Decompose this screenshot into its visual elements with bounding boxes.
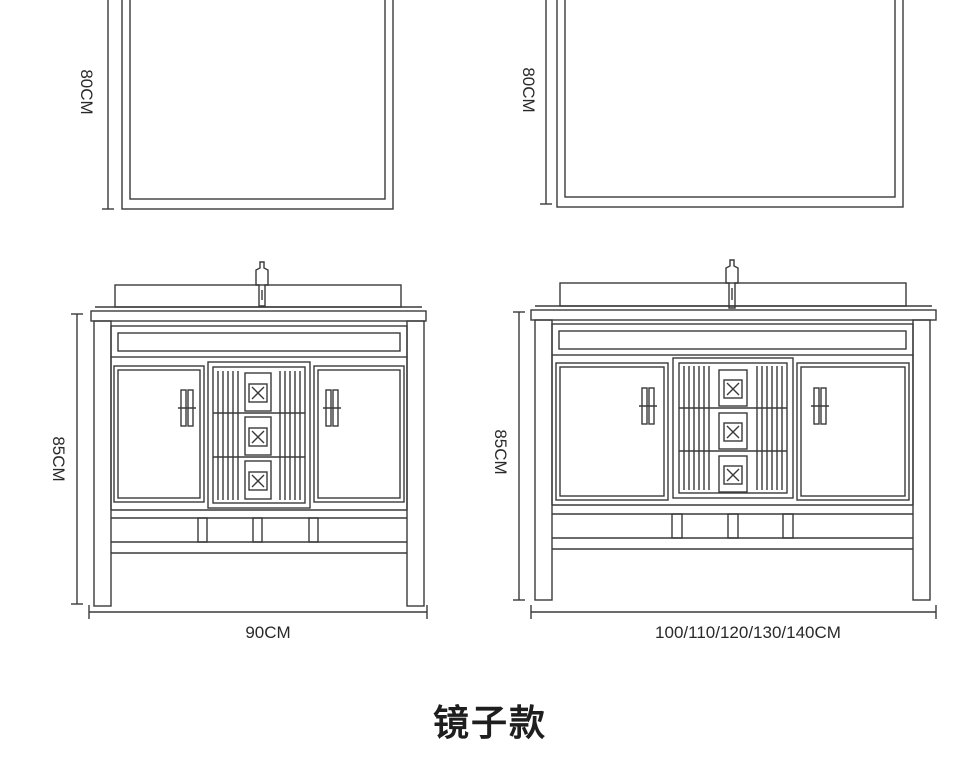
left-mirror-height-dimension (102, 0, 114, 210)
right-faucet (725, 259, 739, 309)
left-faucet (255, 261, 269, 307)
left-cabinet (90, 284, 427, 607)
right-mirror-height-label: 80CM (519, 67, 538, 112)
left-cabinet-height-label: 85CM (49, 436, 68, 481)
right-width-label: 100/110/120/130/140CM (655, 623, 841, 642)
right-width-dimension (530, 605, 937, 619)
left-mirror (121, 0, 394, 210)
right-cabinet-height-label: 85CM (491, 429, 510, 474)
right-cabinet-height-dimension (513, 311, 525, 601)
left-width-label: 90CM (245, 623, 290, 642)
right-cabinet (530, 282, 937, 601)
right-mirror-height-dimension (540, 0, 552, 205)
page-caption: 镜子款 (432, 702, 547, 744)
left-mirror-height-label: 80CM (77, 69, 96, 114)
left-width-dimension (88, 605, 428, 619)
right-mirror (556, 0, 904, 208)
left-cabinet-height-dimension (71, 313, 83, 605)
